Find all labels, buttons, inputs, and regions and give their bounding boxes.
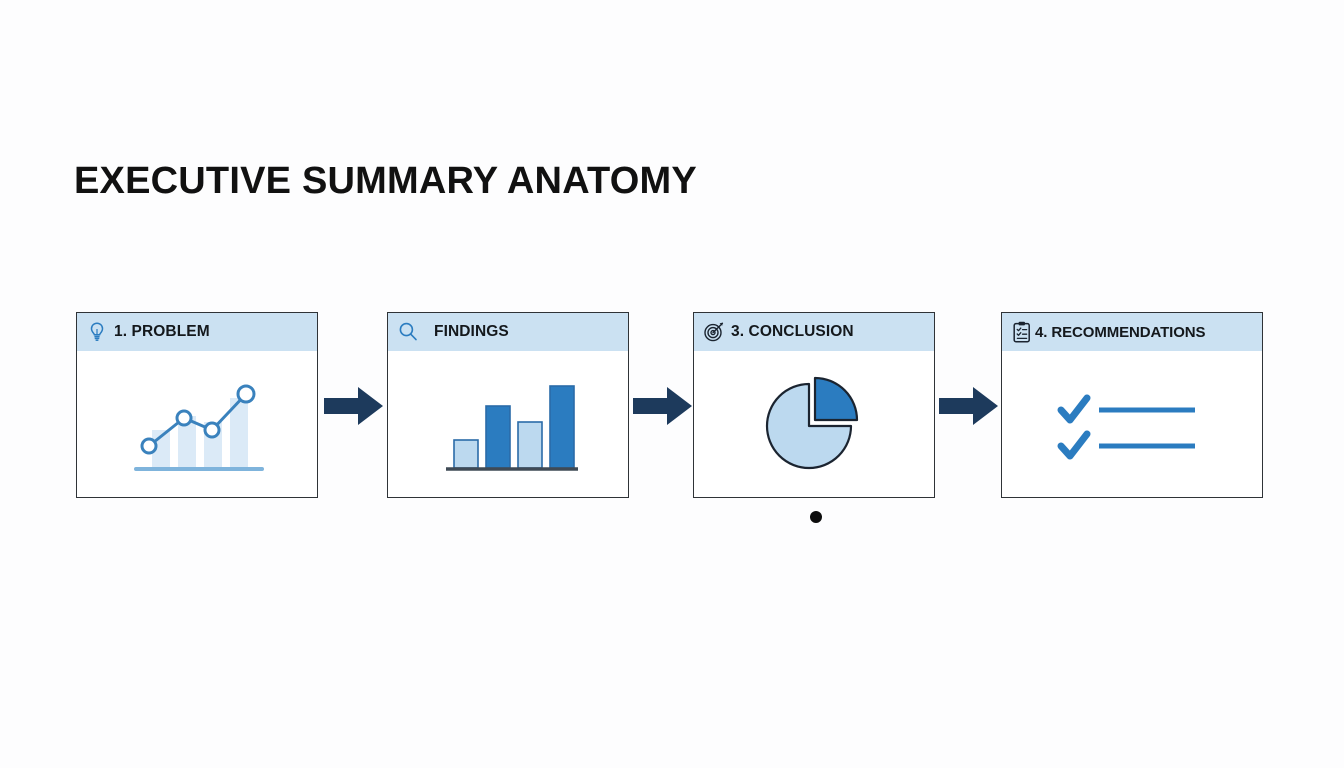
step-label-recommendations: 4. RECOMMENDATIONS xyxy=(1035,323,1206,341)
step-visual-problem xyxy=(77,351,317,497)
step-header-recommendations: 4. RECOMMENDATIONS xyxy=(1002,313,1262,351)
process-flow: 1. PROBLEM xyxy=(0,312,1344,502)
step-header-problem: 1. PROBLEM xyxy=(77,313,317,351)
step-card-findings[interactable]: FINDINGS xyxy=(387,312,629,498)
line-chart-over-bars-graphic xyxy=(134,384,264,471)
step-header-findings: FINDINGS xyxy=(388,313,628,351)
step-card-conclusion[interactable]: 3. CONCLUSION xyxy=(693,312,935,498)
flow-arrow-3 xyxy=(939,387,998,425)
target-icon xyxy=(704,322,724,342)
lightbulb-icon xyxy=(90,322,104,341)
step-visual-findings xyxy=(388,351,628,497)
pie-chart-graphic xyxy=(765,376,859,470)
step-card-problem[interactable]: 1. PROBLEM xyxy=(76,312,318,498)
checklist-graphic xyxy=(1057,394,1195,460)
page-indicator-dot[interactable] xyxy=(810,511,822,523)
page-title: EXECUTIVE SUMMARY ANATOMY xyxy=(74,160,697,202)
flow-arrow-2 xyxy=(633,387,692,425)
step-label-findings: FINDINGS xyxy=(434,323,509,340)
clipboard-checklist-icon xyxy=(1013,321,1030,343)
flow-arrow-1 xyxy=(324,387,383,425)
step-visual-conclusion xyxy=(694,351,934,497)
step-visual-recommendations xyxy=(1002,351,1262,497)
step-label-problem: 1. PROBLEM xyxy=(114,323,210,340)
magnifier-icon xyxy=(399,322,417,341)
step-header-conclusion: 3. CONCLUSION xyxy=(694,313,934,351)
bar-chart-graphic xyxy=(446,385,578,471)
step-card-recommendations[interactable]: 4. RECOMMENDATIONS xyxy=(1001,312,1263,498)
step-label-conclusion: 3. CONCLUSION xyxy=(731,323,854,340)
